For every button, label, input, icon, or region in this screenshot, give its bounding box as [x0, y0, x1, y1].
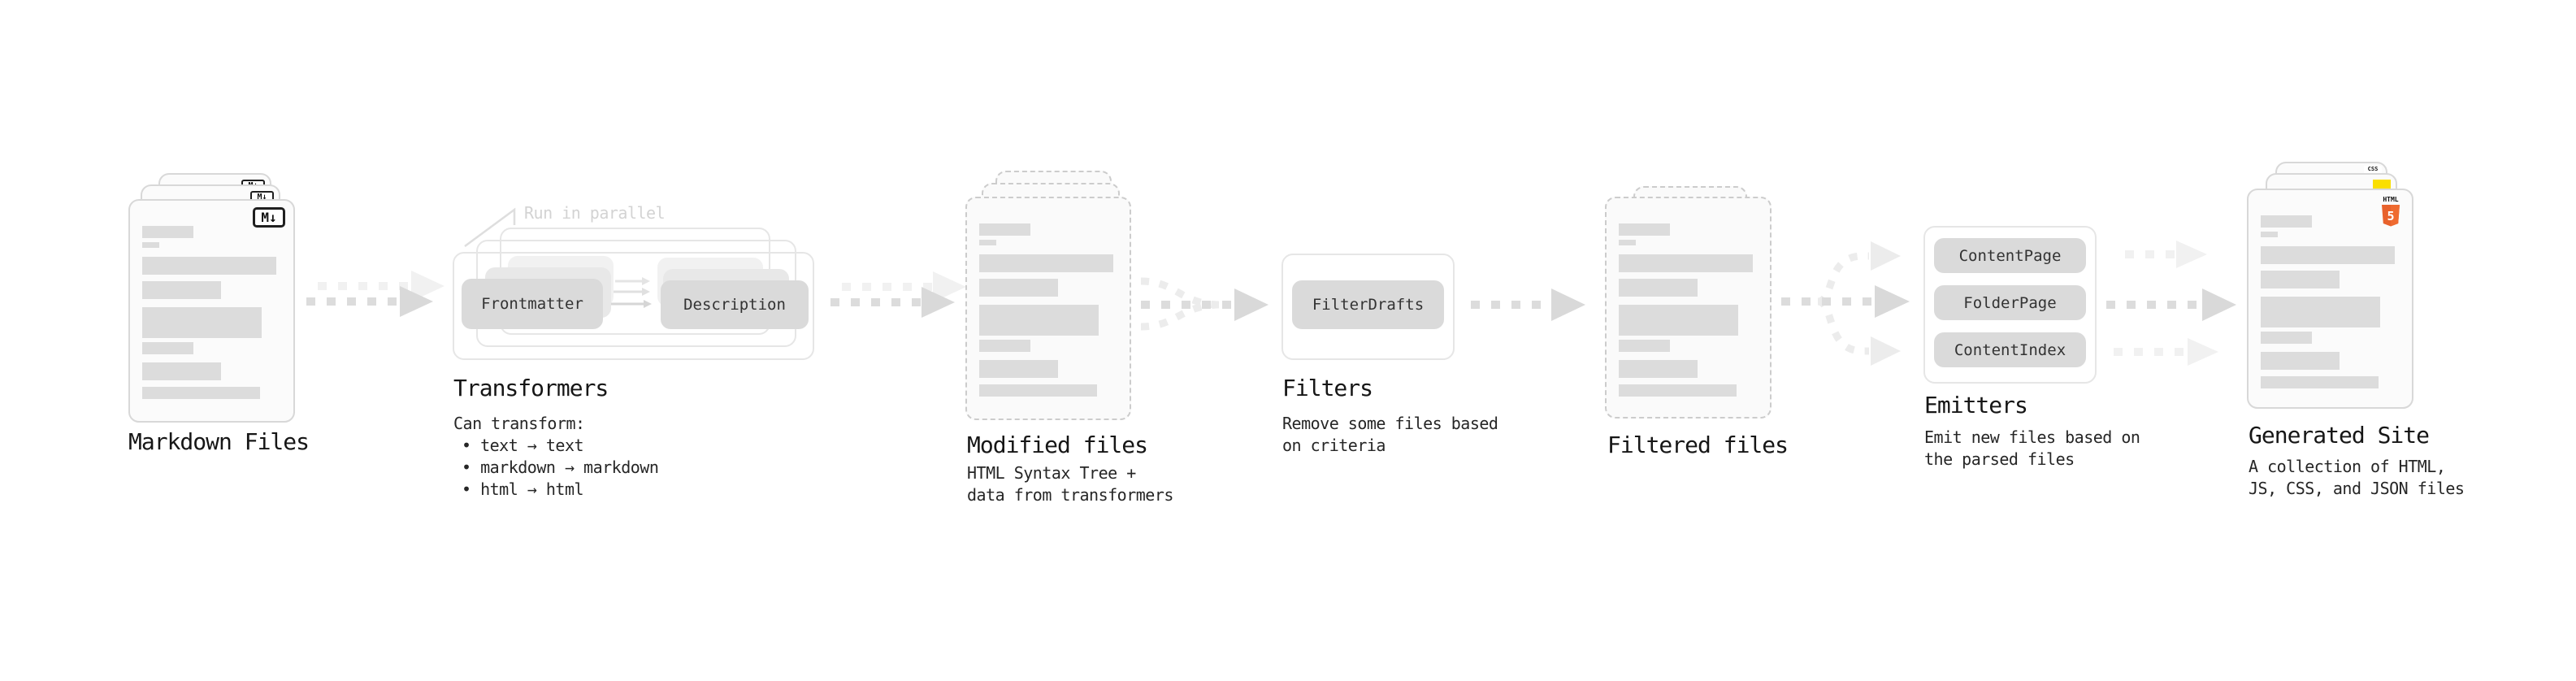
subtitle-line: Can transform: — [453, 414, 585, 433]
html5-shield-highlight — [2391, 205, 2400, 227]
document-content-placeholder — [1607, 198, 1770, 417]
run-in-parallel-note: Run in parallel — [524, 203, 666, 223]
document-content-placeholder — [130, 201, 293, 421]
subtitle-line: HTML Syntax Tree + — [967, 463, 1136, 483]
transformer-mapping-arrows — [610, 277, 652, 308]
modified-files-subtitle: HTML Syntax Tree + data from transformer… — [967, 462, 1173, 506]
arrow-filters-to-filtered — [1471, 288, 1585, 321]
emitters-title: Emitters — [1924, 392, 2028, 419]
folderpage-emitter-chip: FolderPage — [1934, 285, 2086, 320]
html5-badge-icon: HTML 5 — [2379, 194, 2402, 233]
document-content-placeholder — [2249, 190, 2412, 407]
subtitle-line: • text → text — [462, 436, 584, 455]
filters-subtitle: Remove some files based on criteria — [1282, 413, 1498, 457]
subtitle-line: data from transformers — [967, 485, 1173, 505]
contentindex-emitter-chip: ContentIndex — [1934, 332, 2086, 367]
subtitle-line: • markdown → markdown — [462, 458, 659, 477]
document-content-placeholder — [967, 198, 1130, 419]
generated-file-html: HTML 5 — [2247, 189, 2413, 409]
transformer-frame-front — [453, 252, 814, 360]
arrow-emitters-to-generated — [2106, 241, 2236, 366]
filters-title: Filters — [1282, 375, 1373, 401]
markdown-files-title: Markdown Files — [128, 428, 310, 455]
run-in-parallel-callout-line — [464, 207, 516, 248]
transformers-subtitle: Can transform: • text → text • markdown … — [453, 413, 659, 501]
subtitle-line: • html → html — [462, 479, 584, 499]
arrow-filtered-to-emitters — [1781, 241, 1910, 366]
subtitle-line: on criteria — [1282, 436, 1386, 455]
description-transformer-chip: Description — [661, 280, 809, 329]
arrow-markdown-to-transformers — [306, 271, 445, 317]
js-badge-icon — [2373, 180, 2391, 189]
markdown-badge-icon: M↓ — [253, 207, 285, 228]
subtitle-line: Remove some files based — [1282, 414, 1498, 433]
subtitle-line: JS, CSS, and JSON files — [2249, 479, 2465, 498]
modified-files-title: Modified files — [967, 432, 1148, 458]
emitters-subtitle: Emit new files based on the parsed files — [1924, 427, 2140, 471]
css-badge-label: CSS — [2367, 166, 2379, 172]
filterdrafts-chip: FilterDrafts — [1292, 280, 1444, 329]
filtered-files-title: Filtered files — [1607, 432, 1789, 458]
html5-badge-label: HTML — [2383, 196, 2398, 203]
modified-file-front — [965, 197, 1131, 420]
subtitle-line: Emit new files based on — [1924, 427, 2140, 447]
frontmatter-transformer-chip: Frontmatter — [462, 279, 603, 329]
html5-badge-number: 5 — [2387, 209, 2394, 223]
subtitle-line: A collection of HTML, — [2249, 457, 2446, 476]
filtered-file-front — [1605, 197, 1772, 419]
markdown-file-front: M↓ — [128, 199, 295, 423]
contentpage-emitter-chip: ContentPage — [1934, 238, 2086, 273]
arrow-transformers-to-modified — [830, 271, 966, 318]
arrow-modified-to-filters — [1140, 277, 1268, 331]
transformers-title: Transformers — [453, 375, 609, 401]
subtitle-line: the parsed files — [1924, 449, 2075, 469]
generated-site-subtitle: A collection of HTML, JS, CSS, and JSON … — [2249, 456, 2465, 500]
generated-site-title: Generated Site — [2249, 422, 2430, 449]
